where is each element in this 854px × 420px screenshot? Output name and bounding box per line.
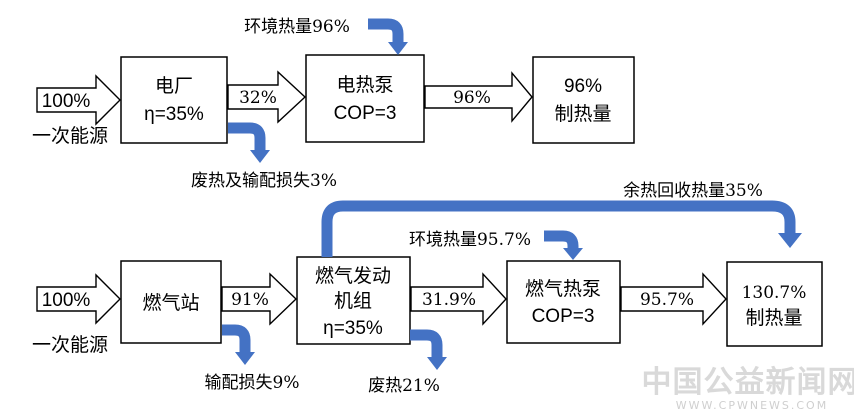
gas-station-name: 燃气站 [142,292,199,314]
ambient-heat-arrow-bottom [544,230,579,252]
ambient-heat-label-bottom: 环境热量95.7% [409,230,531,250]
power-plant-efficiency: η=35% [144,104,204,125]
bottom-output-value: 130.7% [742,283,807,303]
distribution-loss-label: 输配损失9% [205,373,300,393]
bottom-output-label: 制热量 [745,307,802,329]
heat-recovery-arrowhead [778,233,802,248]
ambient-heat-label-top: 环境热量96% [244,17,350,37]
gas-engine-name-2: 机组 [334,290,372,312]
flow-label-319: 31.9% [422,290,476,310]
waste-heat-label: 废热及输配损失3% [191,171,337,191]
ambient-heat-arrow-top [368,18,404,42]
bottom-input-pct: 100% [42,290,91,311]
flow-arrow-91 [221,272,298,326]
watermark-cn: 中国公益新闻网 [642,365,854,400]
heat-pump-cop: COP=3 [334,103,397,124]
flow-arrow-32 [227,70,307,124]
gas-station-box [120,260,222,344]
bottom-output-box [726,261,823,347]
flow-label-96: 96% [453,88,491,108]
gas-engine-efficiency: η=35% [323,318,383,339]
gas-heat-pump-box [506,260,621,344]
bottom-input-label: 一次能源 [32,334,108,356]
top-output-label: 制热量 [554,103,611,125]
top-input-arrow [36,74,121,126]
flow-arrow-319 [410,272,507,326]
gas-heat-pump-cop: COP=3 [532,306,595,327]
engine-waste-heat-arrowhead [427,357,447,370]
heat-recovery-arrow [321,200,796,257]
distribution-loss-arrowhead [235,352,255,365]
engine-waste-heat-label: 废热21% [368,376,440,396]
watermark-en: WWW.CPWNEWS.COM [676,399,828,412]
waste-heat-arrowhead [250,150,270,163]
bottom-input-arrow [36,273,121,325]
top-input-pct: 100% [42,91,91,112]
engine-waste-heat-arrow [410,329,443,357]
top-output-box [532,56,635,144]
distribution-loss-arrow [222,324,251,352]
heat-recovery-label: 余热回收热量35% [623,181,763,201]
top-output-value: 96% [564,76,602,97]
heat-pump-name: 电热泵 [336,74,393,96]
power-plant-box [120,56,228,144]
ambient-heat-arrowhead-top [388,42,408,55]
power-plant-name: 电厂 [155,75,193,97]
electric-heat-pump-box [305,54,425,143]
top-input-label: 一次能源 [32,125,108,147]
gas-heat-pump-name: 燃气热泵 [525,278,601,300]
flow-arrow-957 [620,272,727,326]
gas-engine-box [296,256,411,345]
flow-label-91: 91% [231,290,269,310]
gas-engine-name-1: 燃气发动 [315,265,391,287]
flow-label-957: 95.7% [640,290,694,310]
flow-label-32: 32% [239,88,277,108]
ambient-heat-arrowhead-bottom [563,248,583,260]
flow-arrow-96 [424,71,533,123]
waste-heat-arrow [228,122,266,150]
